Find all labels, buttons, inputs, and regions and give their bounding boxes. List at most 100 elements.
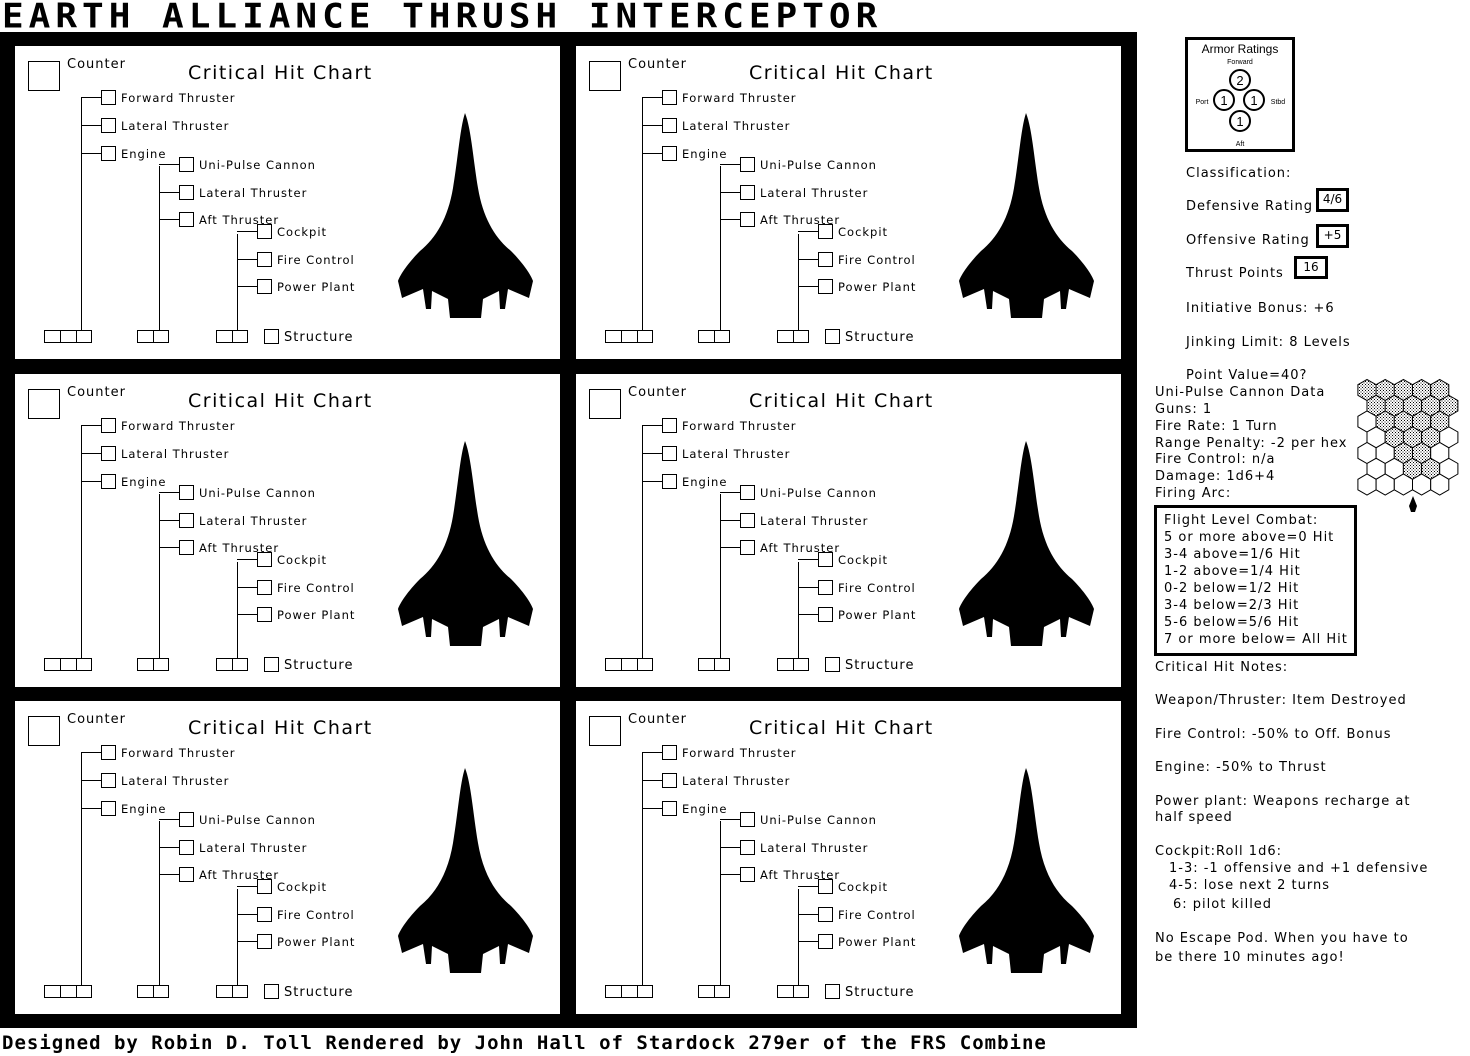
crit-checkbox[interactable] xyxy=(740,185,755,200)
crit-checkbox[interactable] xyxy=(257,879,272,894)
damage-boxes[interactable] xyxy=(605,658,653,671)
tree-line xyxy=(798,562,799,658)
tree-branch xyxy=(159,547,179,548)
crit-checkbox[interactable] xyxy=(818,224,833,239)
crit-checkbox[interactable] xyxy=(662,118,677,133)
crit-checkbox[interactable] xyxy=(740,867,755,882)
crit-checkbox[interactable] xyxy=(740,157,755,172)
armor-port-value: 1 xyxy=(1220,93,1227,108)
crit-checkbox[interactable] xyxy=(662,90,677,105)
structure-checkbox[interactable] xyxy=(264,329,279,344)
tree-branch xyxy=(237,286,257,287)
crit-checkbox[interactable] xyxy=(101,745,116,760)
tree-branch xyxy=(642,780,662,781)
armor-aft-value: 1 xyxy=(1236,114,1243,129)
flc-line: 1-2 above=1/4 Hit xyxy=(1164,564,1301,579)
crit-checkbox[interactable] xyxy=(662,474,677,489)
arc-hex xyxy=(1430,473,1450,496)
crit-label: Power Plant xyxy=(277,280,356,294)
note-fire-control: Fire Control: -50% to Off. Bonus xyxy=(1155,727,1392,742)
damage-boxes[interactable] xyxy=(605,330,653,343)
tree-branch xyxy=(720,192,740,193)
crit-checkbox[interactable] xyxy=(101,474,116,489)
structure-checkbox[interactable] xyxy=(264,657,279,672)
crit-checkbox[interactable] xyxy=(179,185,194,200)
crit-checkbox[interactable] xyxy=(662,801,677,816)
crit-checkbox[interactable] xyxy=(179,867,194,882)
crit-checkbox[interactable] xyxy=(179,485,194,500)
crit-checkbox[interactable] xyxy=(101,801,116,816)
crit-checkbox[interactable] xyxy=(740,212,755,227)
crit-checkbox[interactable] xyxy=(179,212,194,227)
crit-checkbox[interactable] xyxy=(662,446,677,461)
crit-label: Lateral Thruster xyxy=(199,186,308,200)
crit-checkbox[interactable] xyxy=(740,812,755,827)
crit-checkbox[interactable] xyxy=(257,252,272,267)
tree-branch xyxy=(798,559,818,560)
counter-label: Counter xyxy=(628,57,687,72)
crit-checkbox[interactable] xyxy=(257,934,272,949)
note-cockpit-1: 1-3: -1 offensive and +1 defensive xyxy=(1169,861,1429,876)
crit-checkbox[interactable] xyxy=(740,540,755,555)
crit-checkbox[interactable] xyxy=(257,552,272,567)
crit-checkbox[interactable] xyxy=(818,580,833,595)
tree-branch xyxy=(81,780,101,781)
tree-branch xyxy=(798,614,818,615)
counter-box[interactable] xyxy=(28,61,60,91)
crit-checkbox[interactable] xyxy=(257,907,272,922)
crit-checkbox[interactable] xyxy=(740,513,755,528)
arc-hex xyxy=(1412,473,1432,496)
counter-box[interactable] xyxy=(28,716,60,746)
note-weapon: Weapon/Thruster: Item Destroyed xyxy=(1155,693,1407,708)
crit-checkbox[interactable] xyxy=(101,118,116,133)
damage-boxes[interactable] xyxy=(44,985,92,998)
crit-label: Aft Thruster xyxy=(760,868,841,882)
crit-checkbox[interactable] xyxy=(818,879,833,894)
crit-checkbox[interactable] xyxy=(179,157,194,172)
crit-checkbox[interactable] xyxy=(662,773,677,788)
damage-boxes[interactable] xyxy=(605,985,653,998)
crit-checkbox[interactable] xyxy=(740,485,755,500)
crit-checkbox[interactable] xyxy=(818,279,833,294)
structure-checkbox[interactable] xyxy=(825,657,840,672)
crit-checkbox[interactable] xyxy=(179,840,194,855)
crit-checkbox[interactable] xyxy=(662,146,677,161)
crit-checkbox[interactable] xyxy=(257,580,272,595)
counter-box[interactable] xyxy=(28,389,60,419)
crit-checkbox[interactable] xyxy=(179,812,194,827)
structure-checkbox[interactable] xyxy=(825,329,840,344)
crit-checkbox[interactable] xyxy=(179,513,194,528)
counter-box[interactable] xyxy=(589,61,621,91)
crit-checkbox[interactable] xyxy=(662,418,677,433)
damage-boxes[interactable] xyxy=(44,658,92,671)
crit-checkbox[interactable] xyxy=(818,907,833,922)
crit-checkbox[interactable] xyxy=(101,90,116,105)
structure-checkbox[interactable] xyxy=(825,984,840,999)
counter-box[interactable] xyxy=(589,389,621,419)
note-cockpit-2: 4-5: lose next 2 turns xyxy=(1169,878,1331,893)
crit-checkbox[interactable] xyxy=(101,418,116,433)
crit-checkbox[interactable] xyxy=(818,934,833,949)
crit-checkbox[interactable] xyxy=(818,552,833,567)
crit-checkbox[interactable] xyxy=(101,773,116,788)
crit-checkbox[interactable] xyxy=(257,279,272,294)
counter-label: Counter xyxy=(628,712,687,727)
box-divider xyxy=(76,658,77,671)
crit-label: Cockpit xyxy=(838,553,889,567)
crit-checkbox[interactable] xyxy=(740,840,755,855)
structure-checkbox[interactable] xyxy=(264,984,279,999)
crit-checkbox[interactable] xyxy=(662,745,677,760)
crit-checkbox[interactable] xyxy=(818,607,833,622)
crit-checkbox[interactable] xyxy=(101,446,116,461)
crit-checkbox[interactable] xyxy=(179,540,194,555)
crit-checkbox[interactable] xyxy=(101,146,116,161)
crit-checkbox[interactable] xyxy=(257,224,272,239)
crit-label: Uni-Pulse Cannon xyxy=(199,158,316,172)
damage-boxes[interactable] xyxy=(44,330,92,343)
chart-title: Critical Hit Chart xyxy=(749,62,934,84)
counter-box[interactable] xyxy=(589,716,621,746)
tree-branch xyxy=(81,425,101,426)
crit-checkbox[interactable] xyxy=(818,252,833,267)
defensive-rating-value: 4/6 xyxy=(1316,188,1349,212)
crit-checkbox[interactable] xyxy=(257,607,272,622)
